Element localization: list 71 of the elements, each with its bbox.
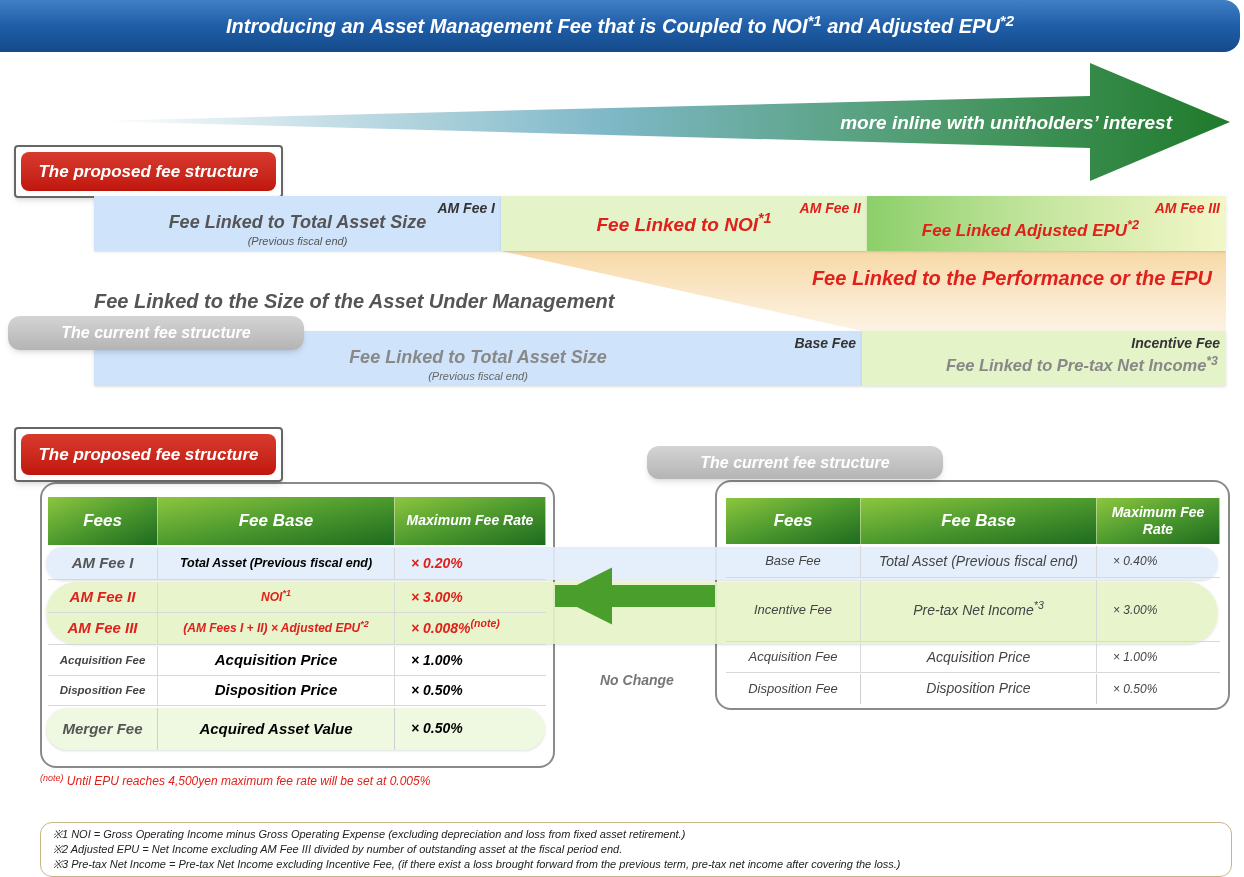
arrow bbox=[555, 567, 715, 625]
fee-base: Total Asset (Previous fiscal end) bbox=[861, 546, 1097, 578]
tag-label: The current fee structure bbox=[61, 323, 251, 343]
title: Introducing an Asset Management Fee that is Coupled to NOI$^{*1}$ and Adjusted EPU$^{*2}$ bbox=[225, 11, 1015, 39]
fee-base: Total Asset (Previous fiscal end) bbox=[158, 548, 395, 580]
fee-name: AM Fee I bbox=[48, 548, 158, 580]
fee-title: Fee Linked to NOI$^{*1}$ bbox=[596, 210, 772, 237]
footnote-line: ※3 Pre-tax Net Income = Pre-tax Net Income excluding Incentive Fee, (if there exist a loss brought forward from the previous term, pre-tax net income after covering the loss.) bbox=[53, 857, 902, 872]
no-change-note: No Change bbox=[600, 671, 674, 690]
fee-tag: Incentive Fee bbox=[1131, 333, 1220, 354]
fee-bar bbox=[867, 196, 1226, 251]
fee-name: AM Fee III bbox=[48, 613, 158, 645]
fee-rate: × 0.50% bbox=[395, 676, 546, 706]
fee-name: Merger Fee bbox=[48, 708, 158, 750]
fee-rate: × 1.00% bbox=[395, 646, 546, 676]
column-header: Fee Base bbox=[861, 498, 1097, 544]
fee-bar bbox=[94, 196, 501, 251]
fee-tag: AM Fee I bbox=[437, 198, 495, 219]
fee-name: Incentive Fee bbox=[726, 580, 861, 642]
fee-name: AM Fee II bbox=[48, 583, 158, 613]
fee-note: (Previous fiscal end) bbox=[428, 371, 528, 382]
fee-base: Acquisition Price bbox=[158, 646, 395, 676]
fee-tag: Base Fee bbox=[794, 333, 856, 354]
fee-rate: × 0.40% bbox=[1097, 546, 1220, 578]
fee-rate: × 0.50% bbox=[1112, 680, 1159, 698]
fee-title: Fee Linked Adjusted EPU$^{*2}$ bbox=[921, 217, 1141, 242]
fee-base: Disposition Price bbox=[158, 676, 395, 706]
fee-base: Disposition Price bbox=[861, 674, 1097, 704]
column-header: Fees bbox=[726, 498, 861, 544]
tag-label: The proposed fee structure bbox=[38, 160, 259, 183]
section-heading: Fee Linked to the Size of the Asset Under Management bbox=[94, 289, 615, 314]
column-header: Fee Base bbox=[158, 497, 395, 545]
footnote-line: ※1 NOI = Gross Operating Income minus Gross Operating Expense (excluding depreciation and loss from fixed asset retirement.) bbox=[53, 827, 687, 842]
fee-note: (Previous fiscal end) bbox=[247, 236, 348, 247]
fee-rate: × 1.00% bbox=[1097, 643, 1220, 673]
footnote: $^{(note)}$ Until EPU reaches 4,500yen maximum fee rate will be set at 0.005% bbox=[40, 772, 431, 790]
tag-frame bbox=[14, 145, 283, 198]
fee-base: Pre-tax Net Income$^{*3}$ bbox=[861, 580, 1097, 642]
fee-tag: AM Fee III bbox=[1154, 198, 1220, 219]
tag-pill bbox=[647, 446, 943, 479]
tag-pill bbox=[8, 316, 304, 350]
fee-rate: × 0.20% bbox=[395, 548, 546, 580]
tag-label: The proposed fee structure bbox=[38, 443, 259, 466]
fee-title: Fee Linked to Total Asset Size bbox=[168, 211, 427, 234]
fee-title: Fee Linked to Pre-tax Net Income$^{*3}$ bbox=[945, 353, 1218, 377]
fee-title: Fee Linked to Total Asset Size bbox=[349, 346, 607, 369]
fee-rate: × 0.50% bbox=[410, 719, 464, 739]
fee-bar bbox=[862, 331, 1226, 386]
fee-name: Base Fee bbox=[726, 546, 861, 578]
column-header: Maximum Fee Rate bbox=[395, 497, 546, 545]
fee-name: Disposition Fee bbox=[726, 674, 861, 704]
column-header: Maximum Fee Rate bbox=[1097, 498, 1220, 544]
fee-base: NOI$^{*1}$ bbox=[158, 583, 395, 613]
fee-base: Acquisition Price bbox=[861, 643, 1097, 673]
fee-rate: × 3.00% bbox=[1097, 580, 1220, 642]
footnote-box bbox=[40, 822, 1232, 877]
arrow-label: more inline with unitholders’ interest bbox=[840, 111, 1172, 135]
tag-label: The current fee structure bbox=[700, 452, 890, 473]
fee-bar bbox=[501, 196, 867, 251]
fee-rate: × 3.00% bbox=[395, 583, 546, 613]
fee-rate: × 0.008%$^{(note)}$ bbox=[395, 613, 546, 645]
wedge-label: Fee Linked to the Performance or the EPU bbox=[811, 266, 1212, 291]
footnote-line: ※2 Adjusted EPU = Net Income excluding AM Fee III divided by number of outstanding asset at the fiscal period end. bbox=[53, 842, 624, 857]
column-header: Fees bbox=[48, 497, 158, 545]
fee-name: Acquisition Fee bbox=[48, 646, 158, 676]
fee-tag: AM Fee II bbox=[799, 198, 861, 219]
fee-base: (AM Fees I + II) × Adjusted EPU$^{*2}$ bbox=[158, 613, 395, 645]
fee-name: Acquisition Fee bbox=[726, 643, 861, 673]
fee-name: Disposition Fee bbox=[48, 676, 158, 706]
fee-base: Acquired Asset Value bbox=[158, 708, 395, 750]
tag-frame bbox=[14, 427, 283, 482]
